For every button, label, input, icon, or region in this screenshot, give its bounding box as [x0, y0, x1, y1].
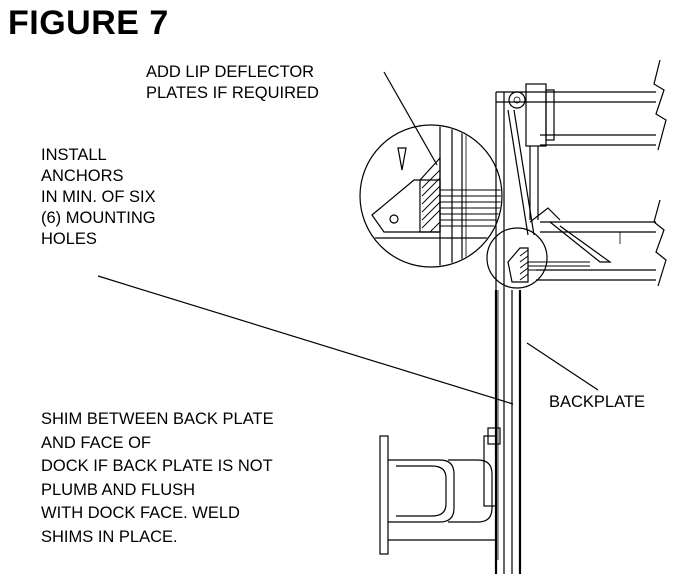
- callout-line: ADD LIP DEFLECTOR: [146, 63, 315, 81]
- callout-line: PLUMB AND FLUSH: [41, 480, 196, 499]
- callout-line: HOLES: [41, 230, 97, 248]
- lower-deck: [529, 199, 667, 287]
- callout-line: DOCK IF BACK PLATE IS NOT: [41, 457, 273, 475]
- callout-line: ANCHORS: [41, 167, 124, 185]
- callout-line: PLATES IF REQUIRED: [146, 84, 319, 102]
- backplate-post: [494, 290, 522, 574]
- magnified-detail-circle-icon: [359, 124, 503, 268]
- callout-line: SHIM BETWEEN BACK PLATE: [41, 410, 274, 428]
- leader-lines: [97, 71, 599, 405]
- callout-line: (6) MOUNTING: [41, 209, 156, 227]
- anchors-callout: INSTALL ANCHORS IN MIN. OF SIX (6) MOUNT…: [41, 145, 156, 250]
- upper-deck: [495, 59, 667, 290]
- backplate-label: BACKPLATE: [549, 393, 645, 411]
- lip-leader: [383, 71, 438, 166]
- figure-title: FIGURE 7: [8, 4, 169, 42]
- shim-callout: SHIM BETWEEN BACK PLATE AND FACE OF DOCK…: [41, 408, 274, 549]
- callout-line: WITH DOCK FACE. WELD: [41, 504, 240, 522]
- backplate-leader: [526, 342, 599, 391]
- dock-bumper: [379, 427, 501, 555]
- lip-deflector-callout: ADD LIP DEFLECTOR PLATES IF REQUIRED: [146, 62, 319, 104]
- callout-line: SHIMS IN PLACE.: [41, 527, 178, 546]
- callout-line: AND FACE OF: [41, 433, 152, 452]
- callout-line: INSTALL: [41, 146, 107, 164]
- anchor-leader: [97, 275, 514, 405]
- callout-line: IN MIN. OF SIX: [41, 188, 156, 206]
